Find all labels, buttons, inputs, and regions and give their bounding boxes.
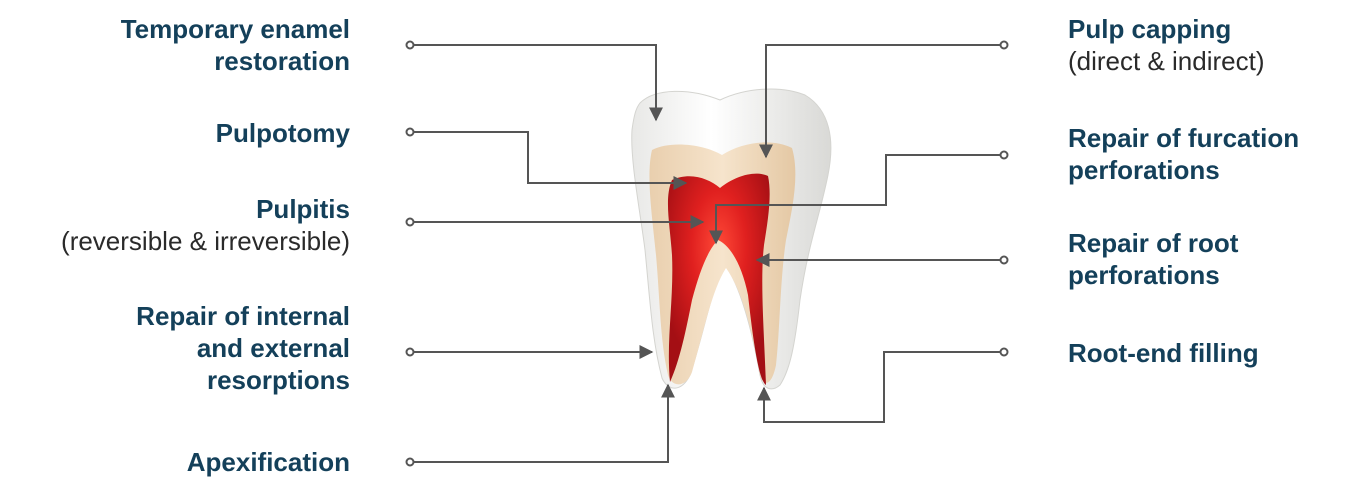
label-pulp-capping-sub: (direct & indirect) bbox=[1068, 45, 1265, 77]
label-root-end: Root-end filling bbox=[1068, 337, 1259, 369]
label-furcation-line1: Repair of furcation bbox=[1068, 122, 1299, 154]
label-pulpotomy-line1: Pulpotomy bbox=[216, 117, 350, 149]
label-root-perforations: Repair of root perforations bbox=[1068, 227, 1238, 291]
label-temporary-enamel: Temporary enamel restoration bbox=[121, 13, 350, 77]
label-resorptions: Repair of internal and external resorpti… bbox=[136, 300, 350, 396]
label-temporary-enamel-line1: Temporary enamel bbox=[121, 13, 350, 45]
label-resorptions-line1: Repair of internal bbox=[136, 300, 350, 332]
label-furcation: Repair of furcation perforations bbox=[1068, 122, 1299, 186]
label-pulp-capping-line1: Pulp capping bbox=[1068, 13, 1265, 45]
label-pulpotomy: Pulpotomy bbox=[216, 117, 350, 149]
label-resorptions-line2: and external bbox=[136, 332, 350, 364]
label-root-perforations-line1: Repair of root bbox=[1068, 227, 1238, 259]
label-furcation-line2: perforations bbox=[1068, 154, 1299, 186]
label-pulpitis-sub: (reversible & irreversible) bbox=[61, 225, 350, 257]
label-apexification-line1: Apexification bbox=[187, 446, 350, 478]
label-pulpitis-line1: Pulpitis bbox=[61, 193, 350, 225]
connector-apexification bbox=[414, 385, 668, 462]
label-pulpitis: Pulpitis (reversible & irreversible) bbox=[61, 193, 350, 257]
label-apexification: Apexification bbox=[187, 446, 350, 478]
label-root-end-line1: Root-end filling bbox=[1068, 337, 1259, 369]
label-temporary-enamel-line2: restoration bbox=[121, 45, 350, 77]
connector-root-end bbox=[764, 352, 1000, 422]
label-resorptions-line3: resorptions bbox=[136, 364, 350, 396]
label-pulp-capping: Pulp capping (direct & indirect) bbox=[1068, 13, 1265, 77]
connector-temporary-enamel bbox=[414, 45, 656, 120]
label-root-perforations-line2: perforations bbox=[1068, 259, 1238, 291]
